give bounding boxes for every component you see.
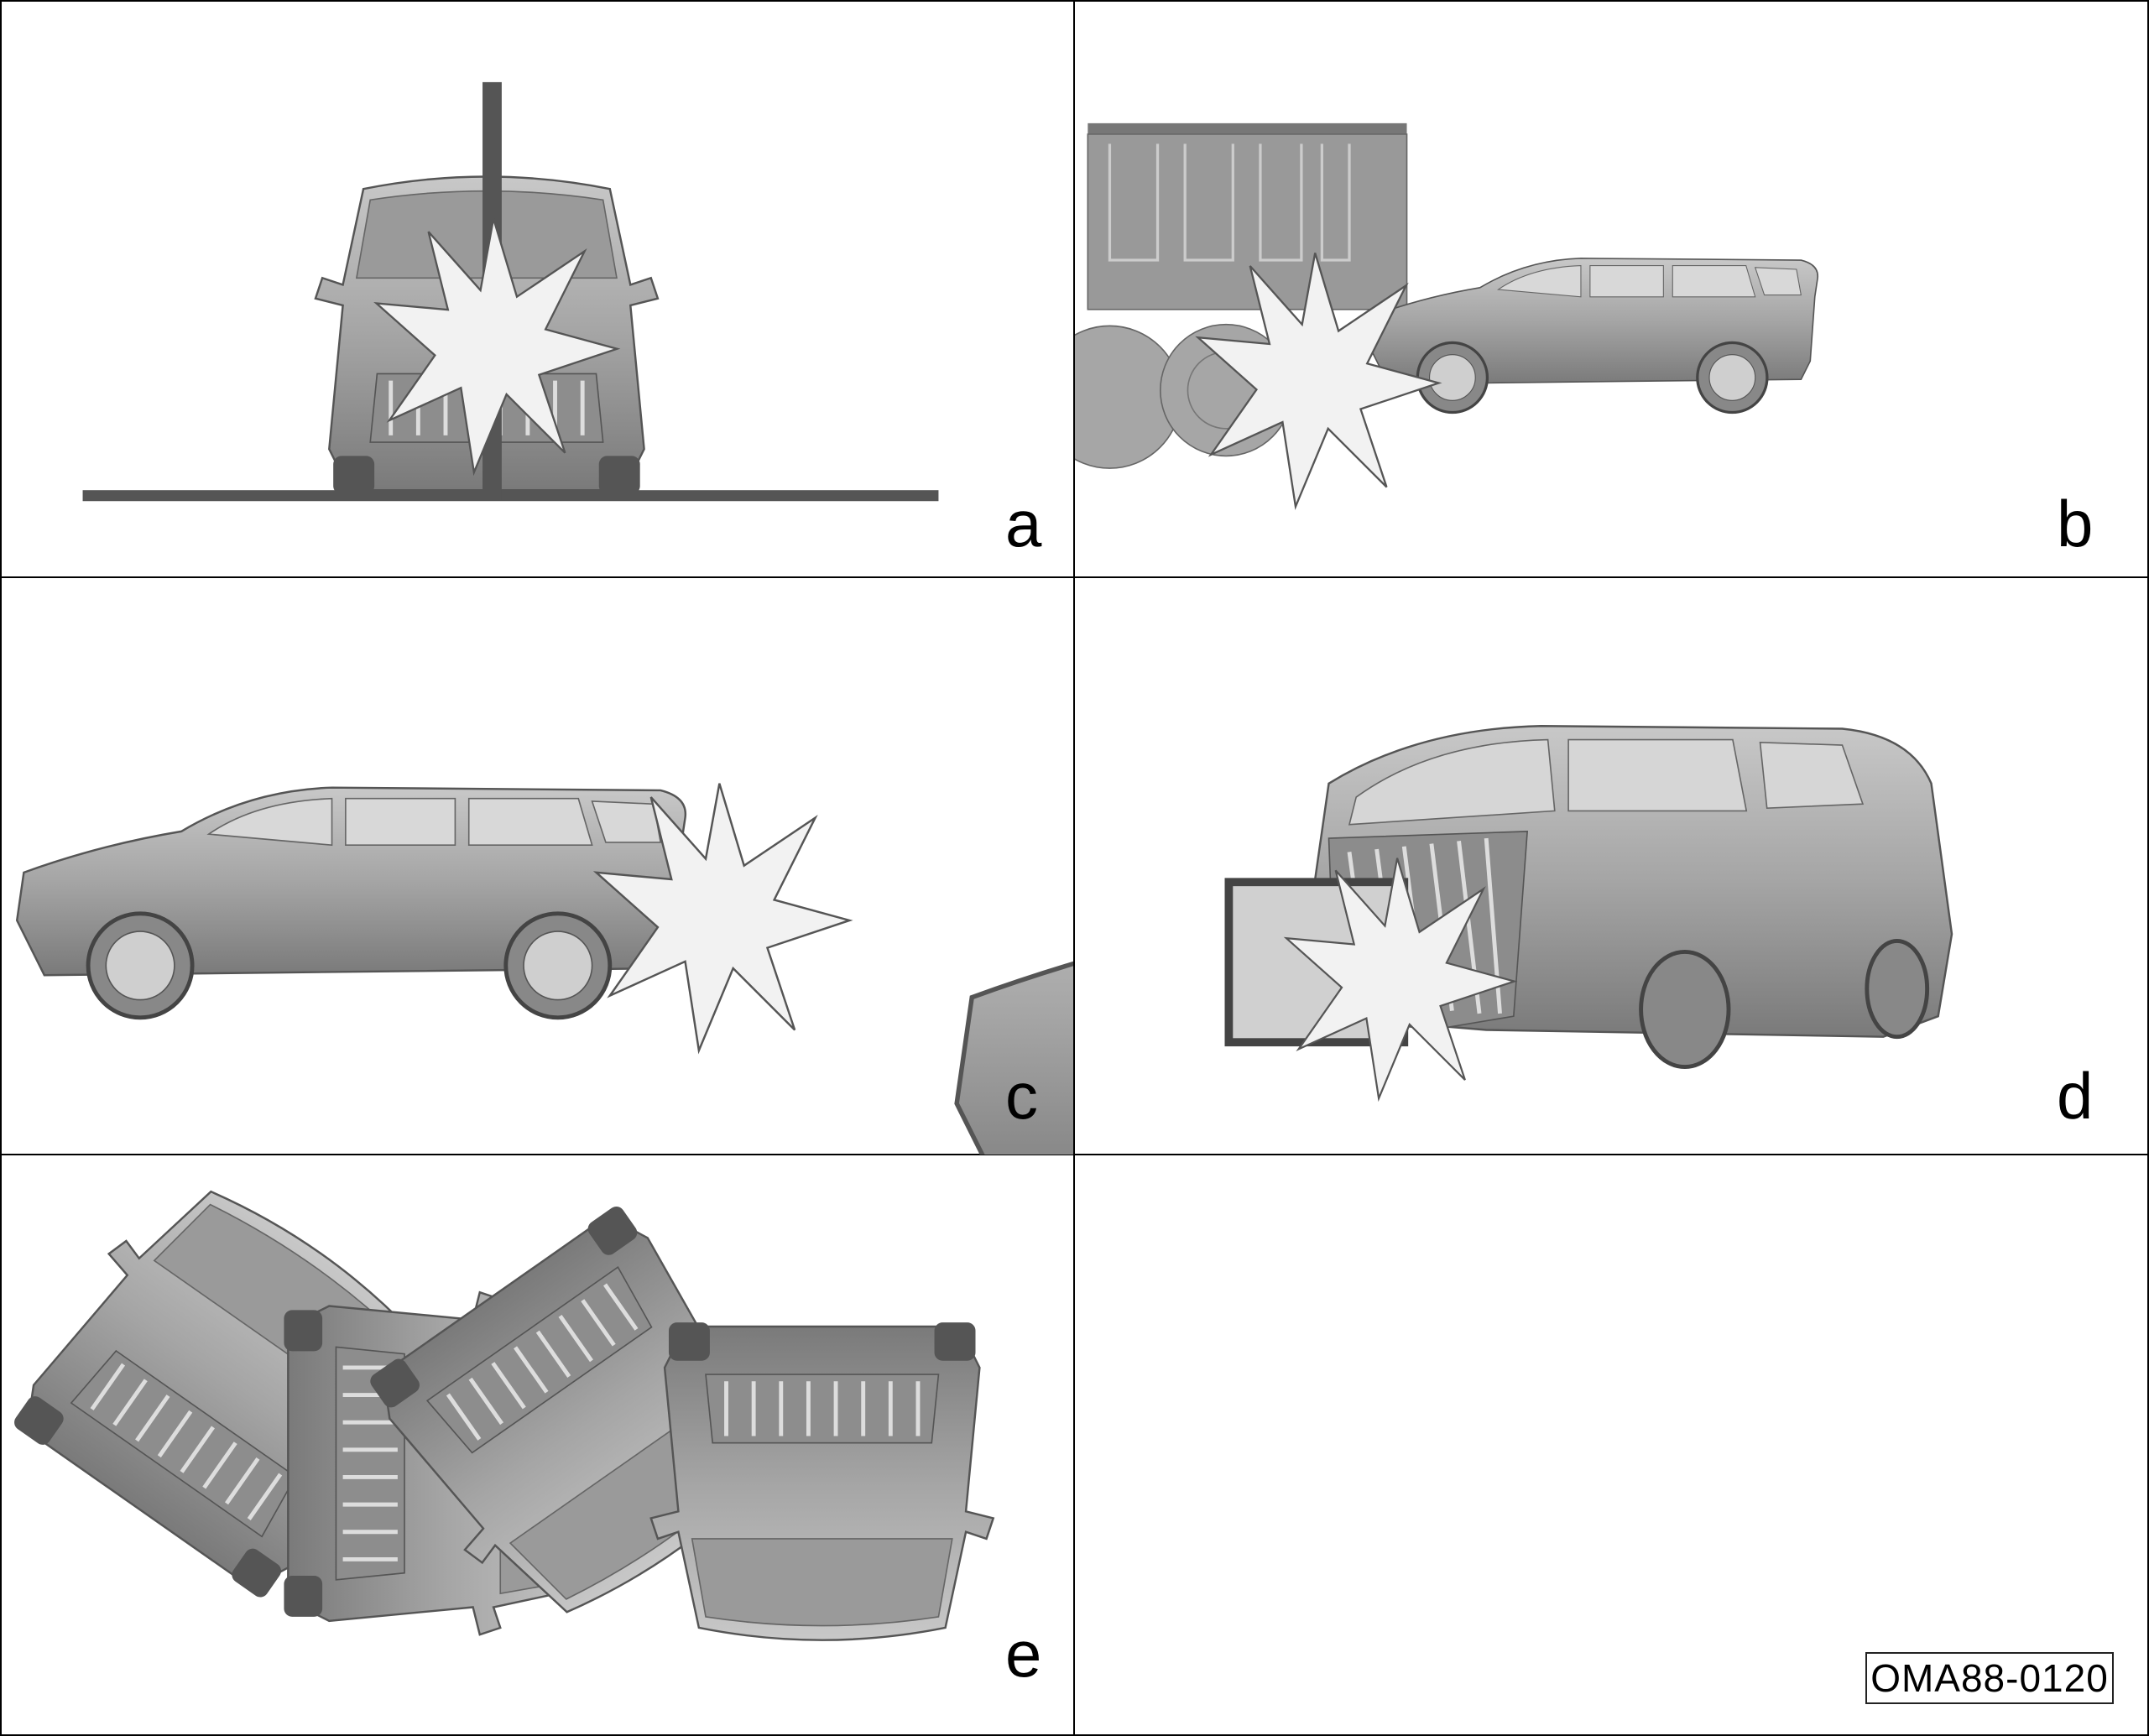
panel-label-b: b [2057,487,2094,560]
panel-a-pole-impact: a [0,0,1073,576]
divider-vertical [1073,0,1075,1736]
panel-label-a: a [1005,487,1042,560]
divider-horizontal-1 [0,576,2149,578]
figure-code: OMA88-0120 [1865,1652,2114,1704]
panel-d-offset-impact: d [1075,578,2148,1155]
vehicle-front-car [17,788,686,1018]
illustration-pole-impact [82,81,939,502]
panel-b-truck-impact: b [1075,0,2148,576]
panel-label-e: e [1005,1617,1042,1691]
illustration-truck-impact [1075,123,1819,508]
panel-c-rear-end: c [0,578,1073,1155]
vehicle-rollover-4 [651,1322,994,1640]
illustration-rollover [0,1155,1073,1732]
panel-label-c: c [1005,1059,1038,1133]
ground-line [82,490,939,502]
illustration-rear-end [0,782,1073,1052]
divider-horizontal-2 [0,1154,2149,1155]
vehicle-side-view [1368,257,1819,414]
panel-e-rollover: e [0,1155,1073,1732]
illustration-offset-impact [1224,725,1953,1100]
panel-label-d: d [2057,1059,2094,1133]
